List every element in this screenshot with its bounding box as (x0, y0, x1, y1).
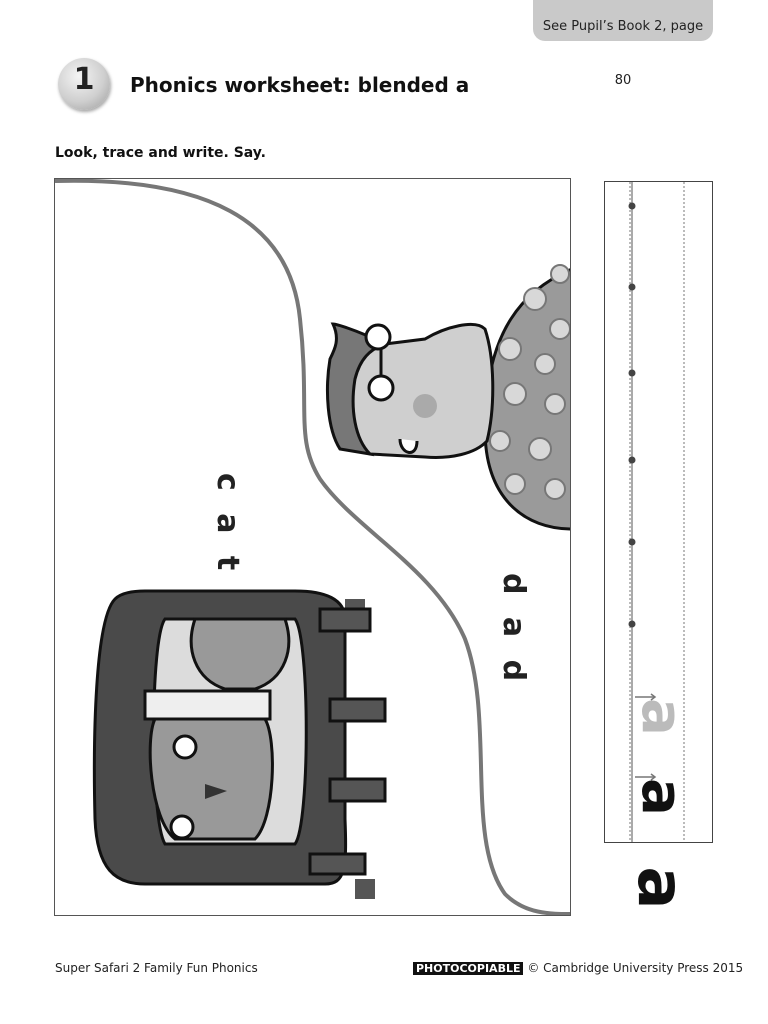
activity-number-badge: 1 (58, 58, 110, 110)
large-letter-a: a (623, 866, 697, 910)
dividing-curve (55, 179, 570, 915)
model-letter: a (629, 778, 694, 816)
stroke-arrows (635, 693, 657, 781)
footer-copyright: © Cambridge University Press 2015 (527, 961, 744, 975)
cat-illustration (92, 589, 387, 899)
worksheet-title: Phonics worksheet: blended a (130, 73, 470, 97)
writing-guidelines (628, 182, 685, 842)
dad-illustration (325, 264, 570, 531)
word-cat: c a t (210, 473, 245, 577)
activity-number: 1 (73, 62, 95, 97)
page-reference-tab: See Pupil’s Book 2, page 80 (533, 0, 713, 88)
page-reference: See Pupil’s Book 2, page 80 (542, 19, 704, 88)
footer-book-title: Super Safari 2 Family Fun Phonics (55, 961, 258, 975)
word-dad: d a d (496, 573, 531, 688)
illustration-panel: c a t d a d (54, 178, 571, 916)
illustration (55, 179, 570, 915)
trace-letter: a (629, 698, 694, 736)
writing-strip: a a (604, 181, 713, 843)
footer-copyright-line: PHOTOCOPIABLE © Cambridge University Pre… (413, 961, 743, 975)
start-dots (628, 202, 636, 628)
photocopiable-badge: PHOTOCOPIABLE (413, 962, 524, 975)
instruction-text: Look, trace and write. Say. (55, 145, 266, 161)
